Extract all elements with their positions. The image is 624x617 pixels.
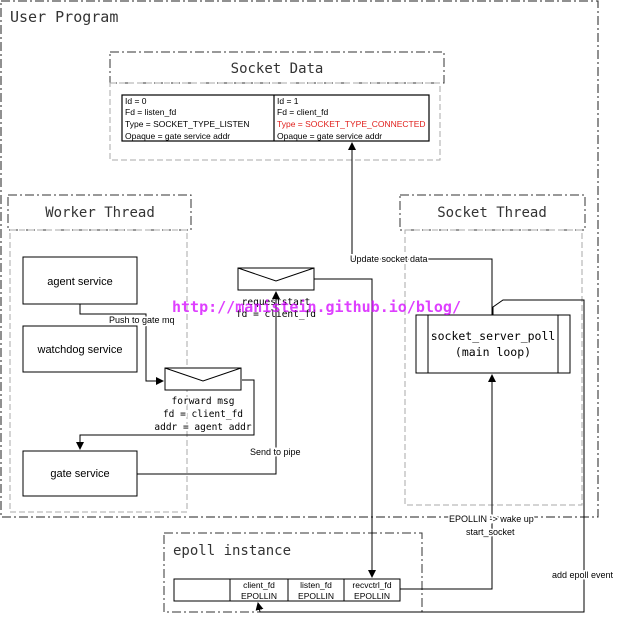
gate-service-box [22,450,138,497]
socket-0-opaque: Opaque = gate service addr [125,131,230,141]
user-program-title: User Program [10,8,118,26]
connectors [76,142,585,613]
epoll-cell-recvctrl-fd: recvctrl_fd [352,580,391,590]
forward-msg-line3: addr = agent addr [154,422,252,433]
poll-box-line2: (main loop) [455,345,531,359]
socket-0-fd: Fd = listen_fd [125,107,177,117]
worker-thread-title: Worker Thread [45,205,155,221]
watermark: http://manistein.github.io/blog/ [172,298,461,316]
push-to-gate-label: Push to gate mq [109,315,175,325]
socket-1-type: Type = SOCKET_TYPE_CONNECTED [277,119,426,129]
request-start-line2: fd = client_fd [236,309,316,320]
request-start-line1: requeststart [242,297,311,308]
forward-msg-envelope [164,367,242,391]
epollin-wakeup-label: EPOLLIN -> wake up [449,514,534,524]
forward-msg-line1: forward msg [172,396,235,407]
agent-service-label: agent service [47,276,112,288]
epoll-cell-client-event: EPOLLIN [241,591,277,601]
epoll-instance-panel: epoll instance client_fd EPOLLIN listen_… [163,532,423,613]
request-start-envelope [237,267,315,291]
agent-service-box [22,256,138,305]
update-socket-data-label: Update socket data [350,254,428,264]
socket-server-poll-box [415,314,571,374]
socket-thread-panel: Socket Thread socket_server_poll (main l… [399,194,586,506]
socket-data-panel: Socket Data Id = 0 Fd = listen_fd Type =… [109,51,445,161]
epoll-cell-listen-fd: listen_fd [300,580,332,590]
socket-1-id: Id = 1 [277,96,299,106]
socket-data-title: Socket Data [231,61,324,77]
socket-0-id: Id = 0 [125,96,147,106]
start-socket-label: start_socket [466,527,515,537]
socket-0-type: Type = SOCKET_TYPE_LISTEN [125,119,249,129]
watchdog-service-label: watchdog service [37,344,123,356]
add-epoll-event-label: add epoll event [552,570,614,580]
gate-service-label: gate service [50,468,109,480]
user-program-frame: User Program [0,0,599,518]
epoll-cell-client-fd: client_fd [243,580,275,590]
forward-msg-line2: fd = client_fd [163,409,243,420]
poll-box-line1: socket_server_poll [431,329,556,343]
epoll-title: epoll instance [173,543,291,559]
send-to-pipe-label: Send to pipe [250,447,301,457]
watchdog-service-box [22,325,138,373]
socket-thread-title: Socket Thread [437,205,547,221]
socket-1-opaque: Opaque = gate service addr [277,131,382,141]
worker-thread-panel: Worker Thread agent service watchdog ser… [7,194,192,513]
socket-1-fd: Fd = client_fd [277,107,329,117]
epoll-cell-recvctrl-event: EPOLLIN [354,591,390,601]
epoll-cell-listen-event: EPOLLIN [298,591,334,601]
